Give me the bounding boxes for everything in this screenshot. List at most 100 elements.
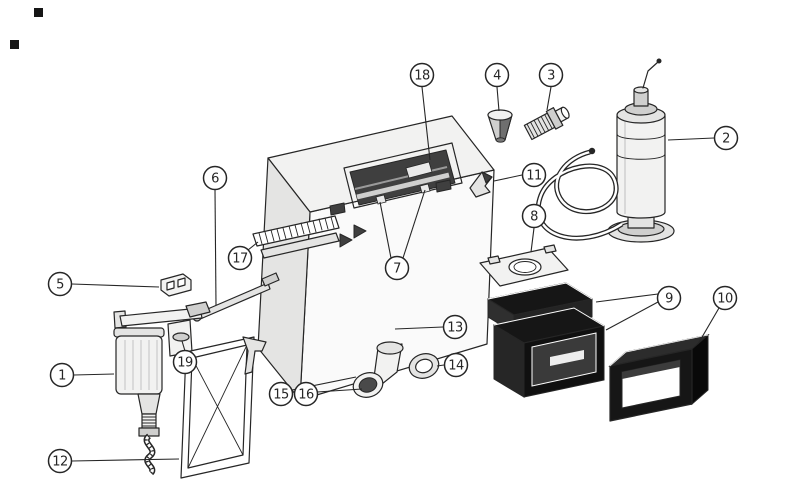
callout-label-5: 5 xyxy=(56,278,64,293)
callout-circle-14 xyxy=(443,352,469,378)
callout-circle-9 xyxy=(656,285,682,311)
panel-corner-bracket xyxy=(242,336,267,375)
page-mark xyxy=(34,8,43,17)
callout-16: 16 xyxy=(293,381,363,407)
leader-line-18 xyxy=(421,86,431,161)
callout-circle-6 xyxy=(202,165,228,191)
box-drawer-slot xyxy=(550,350,584,366)
callout-label-2: 2 xyxy=(722,132,730,147)
callout-circle-3 xyxy=(538,62,564,88)
callout-circle-13 xyxy=(442,314,468,340)
callout-label-4: 4 xyxy=(493,69,501,84)
part-threaded-plug xyxy=(523,106,570,141)
callout-17: 17 xyxy=(227,241,259,271)
callout-12: 12 xyxy=(47,448,180,474)
leader-line-9 xyxy=(605,301,659,331)
callout-circle-1 xyxy=(49,362,75,388)
part-mounting-rail xyxy=(252,215,367,259)
callout-9: 9 xyxy=(595,285,682,331)
callout-label-13: 13 xyxy=(447,321,463,336)
leader-line-16 xyxy=(316,388,363,393)
callout-8: 8 xyxy=(521,203,547,253)
page-marks xyxy=(10,8,43,49)
leader-line-7 xyxy=(379,201,392,259)
leader-line-13 xyxy=(394,326,444,330)
elbow-mouth xyxy=(358,377,378,393)
callout-circle-8 xyxy=(521,203,547,229)
part-fill-valve xyxy=(113,301,211,476)
callout-circle-5 xyxy=(47,271,73,297)
frame-hook-right xyxy=(419,183,431,194)
callout-label-9: 9 xyxy=(665,292,673,307)
part-valve-seal xyxy=(172,332,190,342)
protection-box-body xyxy=(493,307,605,398)
callout-label-7: 7 xyxy=(393,262,401,277)
rod-fitting xyxy=(261,272,280,287)
callout-circle-19 xyxy=(172,349,198,375)
actuator-lever-wire xyxy=(642,61,659,89)
callout-5: 5 xyxy=(47,271,160,297)
callout-circle-12 xyxy=(47,448,73,474)
callout-circle-18 xyxy=(409,62,435,88)
callout-11: 11 xyxy=(493,162,547,188)
callout-label-8: 8 xyxy=(530,210,538,225)
callout-label-16: 16 xyxy=(298,388,314,403)
frame-hook-left xyxy=(375,194,387,205)
callout-label-14: 14 xyxy=(448,359,464,374)
flush-frame-bar xyxy=(356,172,450,200)
part-cistern-tank xyxy=(257,115,495,401)
part-outlet-elbow xyxy=(352,341,404,398)
leader-line-8 xyxy=(530,227,535,253)
rail-clip-arrow xyxy=(353,224,367,239)
callout-label-19: 19 xyxy=(177,356,193,371)
callout-circle-2 xyxy=(713,125,739,151)
leader-line-11 xyxy=(493,174,523,182)
part-flange-ring xyxy=(408,353,440,379)
leader-line-2 xyxy=(667,137,715,141)
callout-circle-15 xyxy=(268,381,294,407)
leader-line-4 xyxy=(496,86,500,112)
callout-label-11: 11 xyxy=(526,169,542,184)
callout-1: 1 xyxy=(49,362,115,388)
valve-arm xyxy=(119,307,203,327)
leader-line-12 xyxy=(71,458,180,462)
part-actuator-unit xyxy=(607,58,675,243)
leader-line-7 xyxy=(402,189,426,259)
callout-circle-7 xyxy=(384,255,410,281)
flush-bend xyxy=(405,161,433,179)
part-protection-panel xyxy=(180,336,267,479)
float-cup xyxy=(115,335,163,395)
callout-label-1: 1 xyxy=(58,369,66,384)
callout-label-12: 12 xyxy=(52,455,68,470)
hose-end-fitting xyxy=(588,147,596,155)
callout-circle-16 xyxy=(293,381,319,407)
leader-line-17 xyxy=(247,241,259,251)
callout-label-17: 17 xyxy=(232,252,248,267)
callout-label-3: 3 xyxy=(547,69,555,84)
rail-clip-arrow xyxy=(339,233,353,248)
callout-2: 2 xyxy=(667,125,739,151)
part-extension-frame xyxy=(608,333,710,422)
leader-line-10 xyxy=(697,307,720,345)
callout-label-15: 15 xyxy=(273,388,289,403)
leader-line-6 xyxy=(214,189,217,306)
part-actuator-hose xyxy=(535,147,624,241)
callout-4: 4 xyxy=(484,62,510,112)
leader-line-9 xyxy=(595,293,659,303)
callout-7: 7 xyxy=(379,189,426,281)
callout-label-6: 6 xyxy=(211,172,219,187)
callout-18: 18 xyxy=(409,62,435,161)
leader-line-3 xyxy=(546,86,552,111)
callout-circle-4 xyxy=(484,62,510,88)
callout-circle-11 xyxy=(521,162,547,188)
callout-10: 10 xyxy=(697,285,738,345)
tank-opening-rim xyxy=(343,142,463,209)
callout-label-18: 18 xyxy=(414,69,430,84)
callout-circle-17 xyxy=(227,245,253,271)
callout-circle-10 xyxy=(712,285,738,311)
part-funnel xyxy=(487,109,513,143)
elbow-gasket xyxy=(376,341,404,355)
